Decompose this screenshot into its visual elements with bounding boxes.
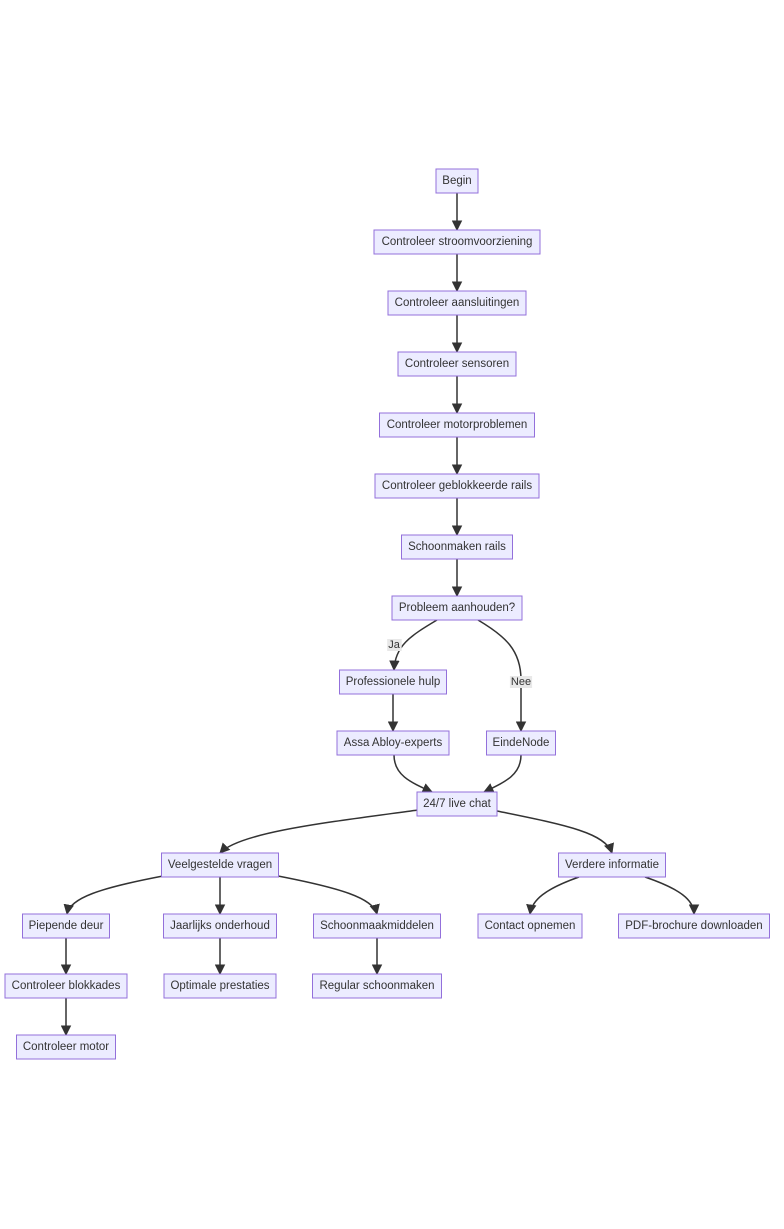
- edge-assa-to-chat: [393, 754, 433, 793]
- edge-label-background: [509, 676, 533, 688]
- edge-chat-to-faq: [219, 809, 419, 854]
- node-box: [161, 852, 279, 878]
- node-box: [379, 412, 535, 438]
- node-label: Controleer motorproblemen: [387, 419, 528, 431]
- edge-verdere-to-pdf: [644, 876, 700, 916]
- node-label: Piepende deur: [29, 920, 104, 932]
- edge-verdere-to-contact: [526, 876, 580, 916]
- node-schoonmiddel: Schoonmaakmiddelen: [313, 913, 441, 939]
- node-box: [435, 168, 479, 194]
- node-aansluit: Controleer aansluitingen: [387, 290, 527, 316]
- edge-probleem-to-profhulp: [389, 619, 438, 672]
- edge-label-probleem-to-einde: Nee: [509, 676, 533, 688]
- node-box: [336, 730, 450, 756]
- node-chat: 24/7 live chat: [416, 791, 498, 817]
- node-box: [618, 913, 770, 939]
- node-label: PDF-brochure downloaden: [625, 920, 762, 932]
- node-box: [339, 669, 447, 695]
- node-faq: Veelgestelde vragen: [161, 852, 279, 878]
- node-box: [163, 913, 277, 939]
- node-label: Regular schoonmaken: [319, 980, 434, 992]
- node-contact: Contact opnemen: [477, 913, 583, 939]
- node-box: [163, 973, 277, 999]
- node-motor: Controleer motor: [16, 1034, 116, 1060]
- node-label: Controleer blokkades: [12, 980, 121, 992]
- node-geblok: Controleer geblokkeerde rails: [374, 473, 540, 499]
- edge-faq-to-schoonmiddel: [277, 875, 380, 916]
- node-box: [4, 973, 128, 999]
- node-stroom: Controleer stroomvoorziening: [373, 229, 541, 255]
- node-label: Controleer motor: [23, 1041, 109, 1053]
- node-jaarlijks: Jaarlijks onderhoud: [163, 913, 277, 939]
- node-label: Probleem aanhouden?: [399, 602, 515, 614]
- node-pdf: PDF-brochure downloaden: [618, 913, 770, 939]
- node-box: [397, 351, 517, 377]
- node-blokkades: Controleer blokkades: [4, 973, 128, 999]
- node-box: [313, 913, 441, 939]
- edge-chat-to-verdere: [496, 810, 614, 854]
- node-assa: Assa Abloy-experts: [336, 730, 450, 756]
- edge-label-text: Ja: [388, 639, 401, 651]
- node-optimaal: Optimale prestaties: [163, 973, 277, 999]
- node-box: [387, 290, 527, 316]
- node-schoonrails: Schoonmaken rails: [401, 534, 513, 560]
- node-regular: Regular schoonmaken: [312, 973, 442, 999]
- node-box: [22, 913, 110, 939]
- node-label: Verdere informatie: [565, 859, 659, 871]
- node-box: [486, 730, 556, 756]
- node-box: [558, 852, 666, 878]
- node-label: Contact opnemen: [485, 920, 576, 932]
- node-box: [312, 973, 442, 999]
- node-box: [16, 1034, 116, 1060]
- node-label: Jaarlijks onderhoud: [170, 920, 270, 932]
- node-label: Controleer sensoren: [405, 358, 509, 370]
- node-label: Optimale prestaties: [170, 980, 269, 992]
- node-label: Controleer geblokkeerde rails: [382, 480, 532, 492]
- node-einde: EindeNode: [486, 730, 556, 756]
- node-probleem: Probleem aanhouden?: [391, 595, 523, 621]
- node-label: Schoonmaken rails: [408, 541, 506, 553]
- edge-faq-to-piepend: [63, 875, 164, 916]
- node-box: [401, 534, 513, 560]
- node-verdere: Verdere informatie: [558, 852, 666, 878]
- node-box: [373, 229, 541, 255]
- node-box: [374, 473, 540, 499]
- edge-einde-to-chat: [483, 754, 522, 793]
- node-box: [477, 913, 583, 939]
- edge-label-text: Nee: [511, 676, 531, 688]
- node-label: 24/7 live chat: [423, 798, 492, 810]
- node-label: Professionele hulp: [346, 676, 441, 688]
- node-label: Controleer stroomvoorziening: [382, 236, 533, 248]
- node-label: Begin: [442, 175, 471, 187]
- node-box: [391, 595, 523, 621]
- node-begin: Begin: [435, 168, 479, 194]
- edge-label-probleem-to-profhulp: Ja: [387, 639, 402, 651]
- node-label: Assa Abloy-experts: [344, 737, 443, 749]
- node-label: Veelgestelde vragen: [168, 859, 272, 871]
- node-label: Controleer aansluitingen: [395, 297, 520, 309]
- node-sensoren: Controleer sensoren: [397, 351, 517, 377]
- edge-label-background: [387, 639, 402, 651]
- node-motorprob: Controleer motorproblemen: [379, 412, 535, 438]
- node-label: EindeNode: [493, 737, 550, 749]
- node-label: Schoonmaakmiddelen: [320, 920, 434, 932]
- edges-layer: [60, 193, 700, 1037]
- node-profhulp: Professionele hulp: [339, 669, 447, 695]
- node-box: [416, 791, 498, 817]
- node-piepend: Piepende deur: [22, 913, 110, 939]
